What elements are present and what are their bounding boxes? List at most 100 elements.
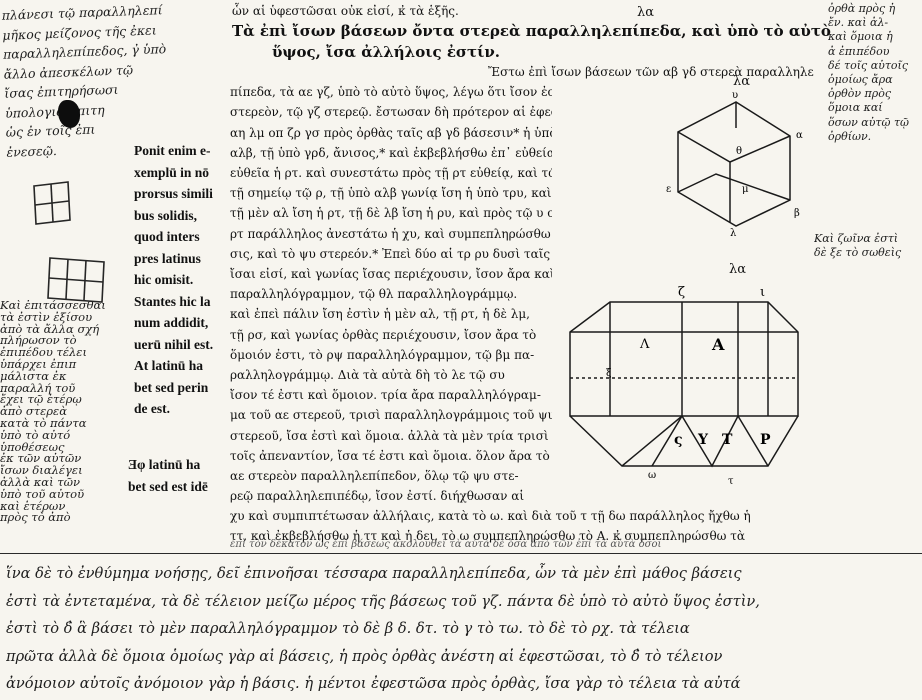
hand-line: ὅμοια καί — [828, 101, 883, 115]
hand-line: ἐστὶ τὸ δ̓ ἃ βάσει τὸ μὲν παραλληλόγραμμ… — [6, 620, 690, 637]
latin-line: uerū nihil est. — [134, 336, 214, 352]
body-line: ττ, καὶ ἐκβεβλήσθω ἡ ττ καὶ ἡ δει, τὸ ω … — [230, 529, 746, 544]
latin-line: Ponit enim e- — [134, 143, 211, 158]
hand-line: πρὸς τὸ ἀπὸ — [0, 510, 71, 525]
figure1-letter: υ — [732, 90, 738, 101]
hand-line: Καὶ ζωῖνα ἐστὶ — [814, 232, 899, 245]
hand-line: ἀπὸ στερεὰ — [0, 404, 67, 419]
hand-line: πλήρωσον τὸ — [0, 333, 77, 348]
hand-line: καὶ ἑτέρων — [0, 498, 66, 513]
proposition-body: Ἔστω ἐπὶ ἴσων βάσεων τῶν αβ γδ στερεὰ πα… — [230, 62, 814, 506]
figure2-letter: ω — [648, 470, 656, 481]
hand-line: ἀνόμοιον αὐτοῖς ἀνόμοιον γὰρ ἡ βάσις. ἡ … — [6, 675, 741, 692]
hand-line: δέ τοῖς αὐτοῖς — [828, 58, 908, 72]
latin-line: de est. — [134, 401, 170, 416]
figure1-letter: ε — [666, 184, 671, 195]
hand-line: ὑπάρχει ἐπιπ — [0, 356, 77, 371]
hand-line: δὲ ξε τὸ σωθεὶς — [814, 246, 902, 259]
hand-line: ἴσων διαλέγει — [0, 463, 83, 478]
hand-line: Καὶ ἐπιτάσσεσθαι — [0, 300, 106, 312]
handwriting-left-margin: Καὶ ἐπιτάσσεσθαι τὰ ἐστὶν ἐξίσου ἀπὸ τὰ … — [0, 300, 130, 532]
body-line: τῇ σημείῳ τῷ ρ, τῇ ὑπὸ αλβ γωνίᾳ ἴση ἡ ὑ… — [230, 186, 552, 201]
body-line: παραλληλόγραμμον, τῷ θλ παραλληλογράμμῳ. — [230, 287, 518, 302]
proposition-title: Τὰ ἐπὶ ἴσων βάσεων ὄντα στερεὰ παραλληλε… — [232, 20, 832, 62]
handwriting-right-margin-mid: Καὶ ζωῖνα ἐστὶ δὲ ξε τὸ σωθεὶς — [814, 232, 922, 260]
figure1-letter: λ — [730, 228, 737, 238]
body-line: στερεὸν, τῷ γζ στερεῷ. ἔστωσαν δὴ πρότερ… — [230, 105, 552, 120]
figure1-letter: μ — [742, 184, 749, 195]
body-line: ἴσαι εἰσί, καὶ γωνίας ἴσας περιέχουσιν, … — [230, 267, 552, 282]
hand-line: ἔν. καὶ ἀλ- — [828, 16, 889, 30]
folio-number: λα — [637, 5, 655, 20]
handwriting-bottom-scholia: ἵνα δὲ τὸ ἐνθύμημα νοήσῃς, δεῖ ἐπινοῆσαι… — [6, 560, 920, 698]
body-line: στερεοῦ, ἴσα ἐστὶ καὶ ὅμοια. ἀλλὰ τὰ μὲν… — [230, 428, 549, 443]
hand-line: ὑπὸ τὸ αὐτό — [0, 427, 71, 442]
body-line: αη λμ οπ ζρ γσ πρὸς ὀρθὰς ταῖς αβ γδ βάσ… — [230, 125, 552, 140]
body-line: ὅμοιόν ἐστι, τὸ ρψ παραλληλόγραμμον, τῷ … — [230, 347, 535, 362]
latin-line: Stantes hic la — [134, 293, 211, 309]
figure2-letter: Τ — [722, 432, 733, 448]
figure2-letter: ι — [760, 285, 765, 300]
body-line: τοῖς ἀπεναντίον, ἴσα τέ ἐστι καὶ ὅμοια. … — [230, 448, 550, 463]
body-line: πίπεδα, τὰ αε γζ, ὑπὸ τὸ αὐτὸ ὕψος, λέγω… — [230, 85, 552, 100]
handwriting-top-left: πλάνεσι τῷ παραλληλεπί μῆκος μείζονος τῆ… — [1, 0, 221, 162]
figure1-letter: α — [796, 130, 803, 141]
body-line: χυ καὶ συμπιπτέτωσαν ἀλλήλαις, κατὰ τὸ ω… — [230, 509, 751, 523]
figure1-label: λα — [733, 74, 751, 89]
figure2-letter: ζ — [678, 285, 685, 300]
latin-line: num addidit, — [134, 315, 209, 330]
hand-line: κατὰ τὸ πάντα — [0, 415, 87, 430]
hand-line: ὁμοίως ἄρα — [828, 73, 893, 87]
hand-line: ἔχει τῷ ἑτέρῳ — [0, 392, 82, 407]
figure2-letter: Υ — [697, 432, 709, 448]
latin-marginal-note: Ponit enim e- xemplū in nō prorsus simil… — [134, 140, 226, 420]
body-line: ραλληλογράμμῳ. Διὰ τὰ αὐτὰ δὴ τὸ λε τῷ σ… — [230, 368, 505, 383]
handwriting-right-margin-top: ὀρθὰ πρὸς ἡ ἔν. καὶ ἀλ- καὶ ὅμοια ἡ ἀ ἐπ… — [828, 2, 922, 144]
figure2-letter: ς — [674, 432, 683, 448]
hand-line: καὶ ὅμοια ἡ — [828, 30, 893, 44]
hand-line: ἐστὶ τὰ ἐντεταμένα, τὰ δὲ τέλειον μείζω … — [6, 592, 760, 610]
hand-line: ἵνα δὲ τὸ ἐνθύμημα νοήσῃς, δεῖ ἐπινοῆσαι… — [6, 565, 742, 582]
latin-line: xemplū in nō — [134, 164, 210, 180]
figure1-letter: θ — [736, 146, 742, 157]
latin-line: At latinū ha — [134, 358, 204, 373]
body-line: ρεῷ παραλληλεπιπέδῳ, ἴσον ἐστί. διήχθωσα… — [230, 489, 525, 504]
hand-line: ὀρθίων. — [828, 129, 872, 143]
figure1-parallelepiped: υ α μ β λ ε θ — [666, 90, 803, 238]
figure1-letter: β — [794, 208, 800, 219]
latin-line: bus solidis, — [134, 207, 198, 223]
hand-line: ἐπιπέδου τέλει — [0, 345, 87, 360]
body-line: αε στερεὸν παραλληλεπίπεδον, ὅλῳ τῷ ψυ σ… — [230, 469, 519, 484]
body-line: τῇ μὲν αλ ἴση ἡ ρτ, τῇ δὲ λβ ἴση ἡ ρυ, κ… — [230, 206, 552, 221]
body-line: ἴσον τέ ἐστι καὶ ὅμοιον. τρία ἄρα παραλλ… — [230, 388, 541, 403]
body-line: μα τοῦ αε στερεοῦ, τρισὶ παραλληλογράμμο… — [230, 408, 552, 423]
page-divider — [0, 553, 922, 554]
latin-line: hic omisit. — [134, 272, 194, 287]
body-line: αλβ, τῇ ὑπὸ γρδ, ἄνισος,* καὶ ἐκβεβλήσθω… — [230, 145, 552, 160]
body-line: εὐθεῖα ἡ ρτ. καὶ συνεστάτω πρὸς τῇ ρτ εὐ… — [230, 166, 552, 181]
hand-line: πρῶτα ἀλλὰ δὲ ὅμοια ὁμοίως γὰρ αἱ βάσεις… — [6, 647, 723, 665]
figure2-letter: Α — [711, 335, 725, 354]
body-line: Ἔστω ἐπὶ ἴσων βάσεων τῶν αβ γδ στερεὰ πα… — [488, 65, 814, 79]
hand-line: ἀπὸ τὰ ἄλλα σχή — [0, 321, 100, 336]
body-line: ρτ παράλληλος ἀνεστάτω ἡ χυ, καὶ συμπεπλ… — [230, 226, 552, 241]
hand-line: ὑπὸ τοῦ αὐτοῦ — [0, 486, 85, 501]
hand-line: ἐκ τῶν αὐτῶν — [0, 451, 82, 466]
hand-line: ἀλλὰ καὶ τῶν — [0, 474, 80, 489]
latin-line: quod inters — [134, 229, 200, 244]
latin-line: pres latinus — [134, 250, 201, 266]
latin-line: bet sed est idē — [128, 478, 208, 494]
hand-line: μάλιστα ἐκ — [0, 368, 67, 383]
body-line: σις, καὶ τὸ ψυ στερεόν.* Ἐπεὶ δύο αἱ τρ … — [230, 246, 552, 261]
latin-marginal-note-2: Ǝφ latinū ha bet sed est idē — [128, 454, 224, 497]
doodle-grid-lower — [47, 257, 105, 303]
hand-line: ὑποθέσεως — [0, 439, 65, 454]
figure2-letter: ξ — [606, 368, 612, 379]
latin-line: Ǝφ latinū ha — [128, 457, 201, 472]
hand-line: ἀ ἐπιπέδου — [828, 44, 890, 58]
figure2-construction: ζ Λ ι Α ς Τ Ρ Υ τ ω ξ — [569, 285, 799, 487]
hand-line: ὀρθὰ πρὸς ἡ — [828, 2, 896, 15]
title-line-1: Τὰ ἐπὶ ἴσων βάσεων ὄντα στερεὰ παραλληλε… — [232, 22, 831, 40]
title-line-2: ὕψος, ἴσα ἀλλήλοις ἐστίν. — [272, 43, 500, 61]
